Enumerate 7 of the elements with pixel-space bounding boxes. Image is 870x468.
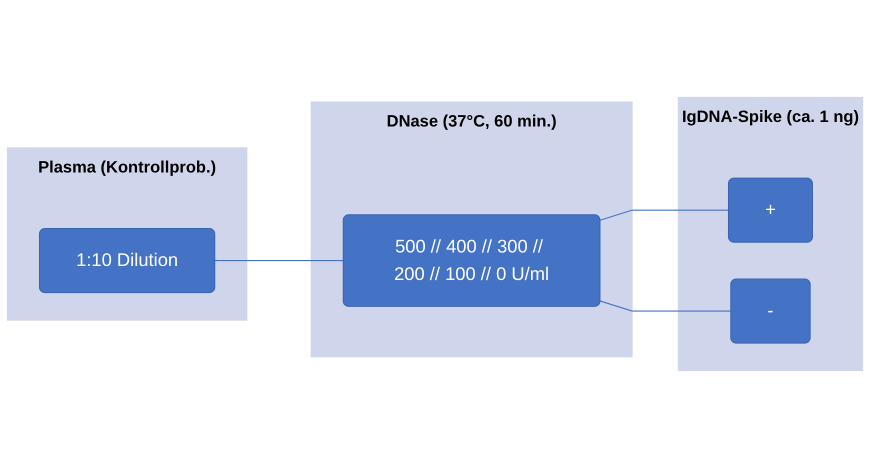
node-box: -: [730, 278, 811, 344]
connector: [214, 260, 344, 262]
connector: [600, 210, 728, 221]
node-box: +: [728, 178, 813, 243]
node-box: 1:10 Dilution: [38, 228, 216, 294]
node-box: 500 // 400 // 300 // 200 // 100 // 0 U/ml: [342, 214, 600, 307]
connector: [600, 300, 731, 312]
